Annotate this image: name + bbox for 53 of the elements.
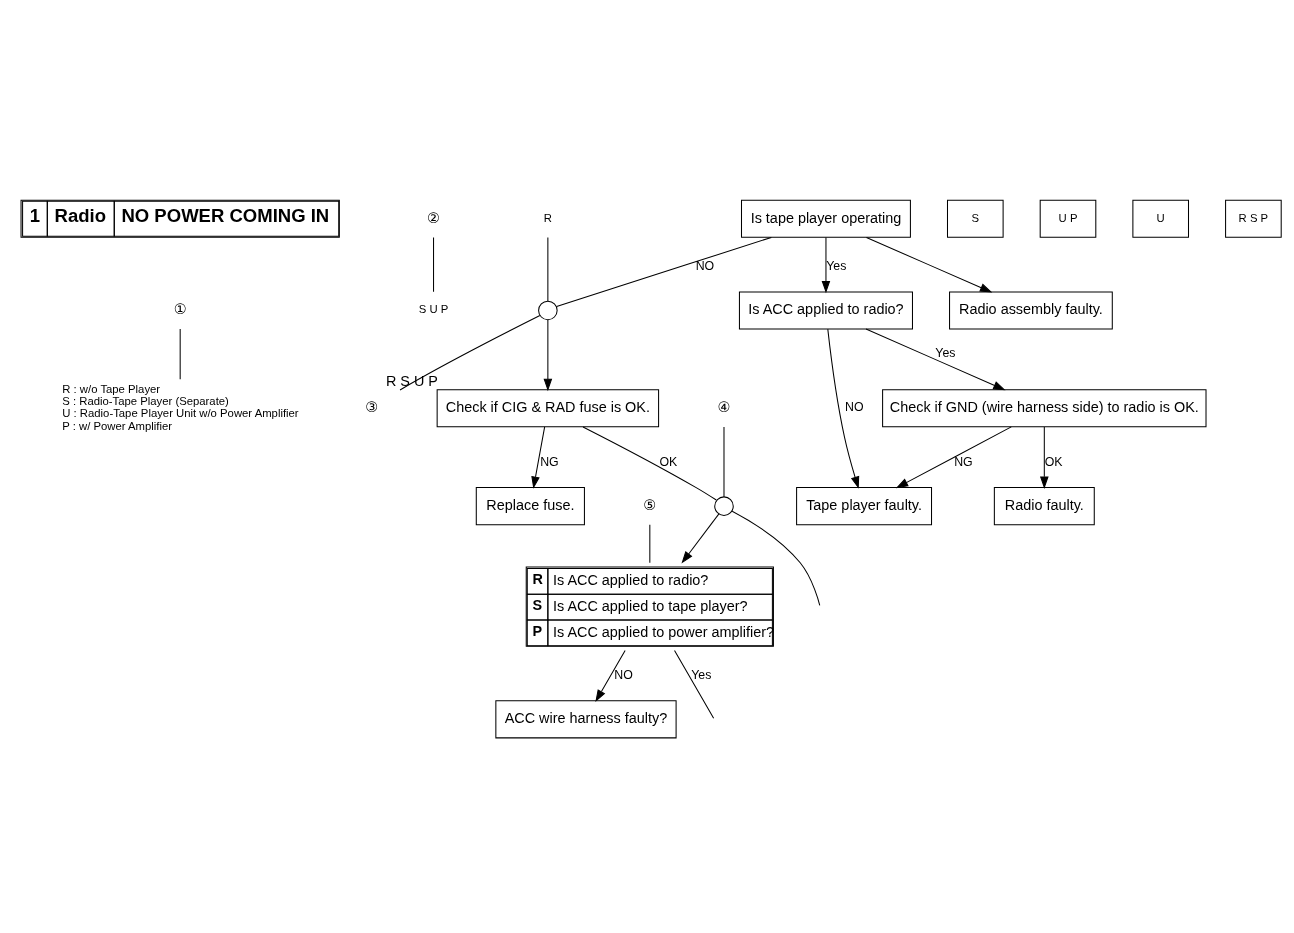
connector — [399, 314, 541, 390]
edge-label: NG — [540, 454, 559, 469]
edge-label: OK — [659, 454, 678, 469]
label: R S P — [1238, 211, 1269, 224]
node-box: Radio faulty. — [993, 486, 1095, 525]
label: U — [1156, 211, 1165, 224]
node-text: S U P — [418, 302, 449, 315]
arrow — [543, 318, 553, 391]
connector — [649, 523, 651, 563]
connector — [582, 425, 717, 501]
connector — [723, 425, 725, 497]
connector — [433, 236, 435, 292]
node-text: ③ — [365, 398, 379, 415]
node-text: ⑤ — [643, 496, 657, 513]
node-box: Radio assembly faulty. — [949, 290, 1113, 329]
node-circle — [714, 495, 734, 516]
arrow — [531, 425, 546, 489]
arrow — [1039, 425, 1049, 489]
node-text: ② — [427, 209, 440, 226]
edge-label: NO — [695, 258, 715, 273]
arrow — [895, 425, 1012, 488]
edge-label: NO — [845, 399, 864, 414]
node-box: ACC wire harness faulty? — [495, 699, 677, 738]
node-text: ① — [173, 300, 187, 317]
arrow — [595, 649, 626, 702]
node-box: Is tape player operating — [741, 199, 911, 238]
connector — [674, 649, 715, 719]
node-circle — [538, 300, 558, 320]
arrow — [865, 236, 993, 293]
connector — [179, 328, 181, 380]
label: U P — [1058, 211, 1078, 224]
connector — [731, 510, 821, 606]
edge-label: NG — [954, 454, 973, 469]
node-box: Check if GND (wire harness side) to radio is OK. — [882, 388, 1207, 427]
node-text: R : w/o Tape Player S : Radio-Tape Player (Separate) U : Radio-Tape Player Unit w/o Power Amplifier P : w/ Power Amplifier — [62, 382, 299, 432]
node-text: ④ — [717, 398, 731, 415]
edge-label: NO — [614, 667, 633, 682]
edge-label: Yes — [691, 667, 712, 682]
arrow — [865, 328, 1006, 390]
node-text: R — [543, 211, 552, 224]
node-box: Tape player faulty. — [796, 486, 933, 525]
edge-label: Yes — [826, 258, 847, 273]
node-box: Replace fuse. — [475, 486, 585, 525]
connector — [547, 236, 549, 301]
arrow — [681, 512, 720, 564]
edge-label: OK — [1044, 454, 1063, 469]
connector — [556, 236, 772, 307]
edge-label: Yes — [935, 345, 956, 360]
node-box: Check if CIG & RAD fuse is OK. — [436, 388, 660, 427]
arrow — [821, 236, 831, 293]
node-box: Is ACC applied to radio? — [738, 290, 913, 329]
arrow — [827, 328, 860, 489]
label: S — [971, 211, 980, 224]
